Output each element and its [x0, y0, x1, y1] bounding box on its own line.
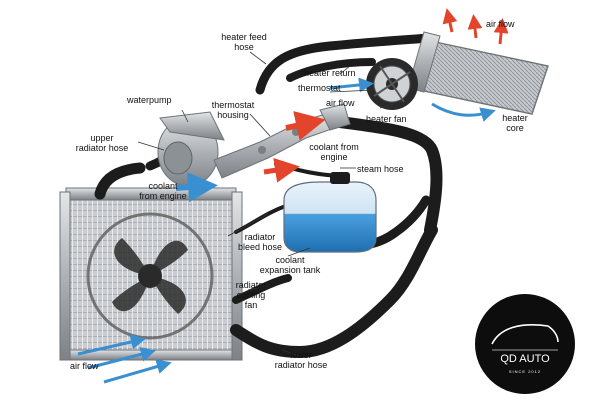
leader-lines: [137, 51, 395, 357]
upper-radiator-hose: [94, 162, 146, 200]
label-lower-radiator-hose: lower radiator hose: [274, 350, 328, 370]
label-heater-fan: heater fan: [366, 114, 407, 124]
coolant-arrow: [175, 172, 218, 203]
label-heater-feed-hose: heater feed hose: [221, 32, 267, 52]
label-heater-core: heater core: [502, 113, 528, 133]
label-air-flow-top: air flow: [486, 19, 515, 29]
heat-out-arrow: [442, 8, 458, 33]
label-coolant-from-engine-right: coolant from engine: [309, 142, 359, 162]
label-upper-radiator-hose: upper radiator hose: [75, 133, 129, 153]
coolant-expansion-tank: [283, 172, 377, 253]
hot-coolant-arrow: [285, 111, 326, 141]
radiator-bleed-hose: [234, 204, 288, 234]
label-heater-return: heater return: [304, 68, 356, 78]
label-steam-hose: steam hose: [357, 164, 404, 174]
label-coolant-expansion-tank: coolant expansion tank: [259, 255, 321, 275]
heater-feed-hose: [255, 33, 435, 95]
heater-core: [407, 31, 549, 115]
label-waterpump: waterpump: [127, 95, 172, 105]
lower-radiator-hose: [230, 224, 438, 359]
label-air-flow-bottom: air flow: [70, 361, 99, 371]
label-coolant-from-engine-left: coolant from engine: [139, 181, 187, 201]
heater-fan: [366, 58, 418, 110]
qd-auto-logo: QD AUTO SINCE 2012: [475, 294, 575, 394]
logo-tagline: SINCE 2012: [509, 369, 541, 374]
label-radiator-bleed-hose: radiator bleed hose: [237, 232, 283, 252]
radiator-fan: [86, 212, 214, 340]
air-in-arrow: [77, 334, 146, 356]
logo-brand: QD AUTO: [500, 353, 550, 365]
label-thermostat-housing: thermostat housing: [211, 100, 255, 120]
label-thermostat: thermostat: [298, 83, 341, 93]
waterpump: [157, 111, 225, 187]
return-hose: [334, 116, 443, 236]
label-radiator-cooling-fan: radiator cooling fan: [235, 280, 267, 310]
flow-arrows: [77, 8, 509, 384]
label-air-flow-mid: air flow: [326, 98, 355, 108]
hot-coolant-arrow-2: [263, 157, 300, 183]
heater-air-arrow: [329, 77, 374, 93]
heater-return-hose: [286, 58, 376, 82]
